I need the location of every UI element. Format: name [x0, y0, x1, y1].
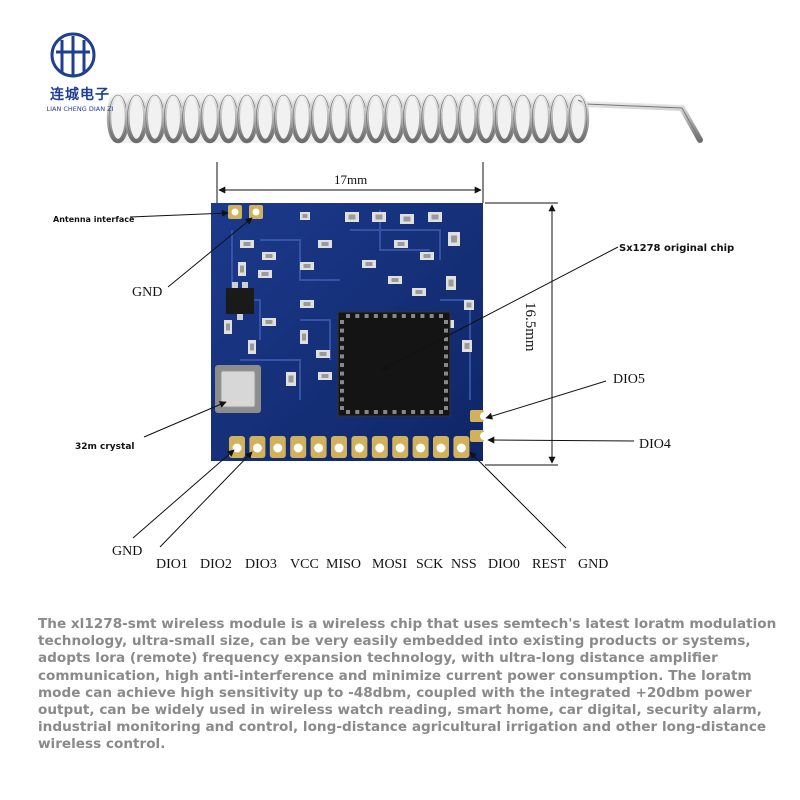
arrow-chip — [381, 246, 619, 371]
pin-label-nss: NSS — [451, 557, 477, 572]
pin-label-sck: SCK — [416, 557, 443, 572]
width-label: 17mm — [334, 172, 367, 187]
gnd-bottom-left-label: GND — [112, 544, 142, 559]
pin-label-vcc: VCC — [290, 557, 319, 572]
pin-label-dio0: DIO0 — [488, 557, 520, 572]
antenna-interface-pads — [228, 205, 263, 219]
logo-chinese-name: 连城电子 — [50, 87, 110, 103]
product-description: The xl1278-smt wireless module is a wire… — [38, 616, 777, 753]
callout-arrows — [129, 209, 635, 549]
pin-label-miso: MISO — [326, 557, 361, 572]
pin-label-dio2: DIO2 — [200, 557, 232, 572]
chip-label: Sx1278 original chip — [619, 243, 734, 254]
arrow-gnd-bottom-left — [132, 449, 235, 539]
company-logo: 连城电子 LIAN CHENG DIAN ZI — [30, 84, 130, 113]
pin-label-dio1: DIO1 — [156, 557, 188, 572]
height-dimension — [485, 202, 558, 466]
arrow-dio4 — [487, 436, 635, 444]
arrow-dio1 — [159, 451, 253, 548]
width-dimension — [216, 162, 484, 203]
pin-label-dio3: DIO3 — [245, 557, 277, 572]
pin-label-rest: REST — [532, 557, 567, 572]
arrow-gnd-bottom-right — [469, 451, 567, 549]
arrow-gnd-top — [167, 217, 253, 288]
company-logo-icon — [50, 32, 96, 78]
arrow-dio5 — [485, 380, 607, 420]
dio5-label: DIO5 — [613, 372, 645, 387]
pin-label-mosi: MOSI — [372, 557, 407, 572]
pcb-traces — [231, 210, 471, 400]
bottom-pin-pads — [229, 436, 470, 458]
height-label: 16.5mm — [522, 302, 538, 352]
logo-english-name: LIAN CHENG DIAN ZI — [46, 105, 114, 113]
smd-components — [224, 212, 474, 386]
antenna-interface-label: Antenna interface — [53, 215, 135, 224]
dio4-label: DIO4 — [639, 437, 671, 452]
spring-antenna — [106, 92, 703, 144]
crystal-label: 32m crystal — [75, 442, 135, 452]
arrow-crystal — [143, 401, 227, 438]
lora-module-pcb — [211, 203, 488, 461]
32m-crystal — [215, 365, 261, 413]
gnd-top-label: GND — [132, 285, 162, 300]
pin-label-gnd: GND — [578, 557, 608, 572]
arrow-antenna-interface — [129, 209, 229, 218]
sx1278-chip — [337, 311, 451, 417]
